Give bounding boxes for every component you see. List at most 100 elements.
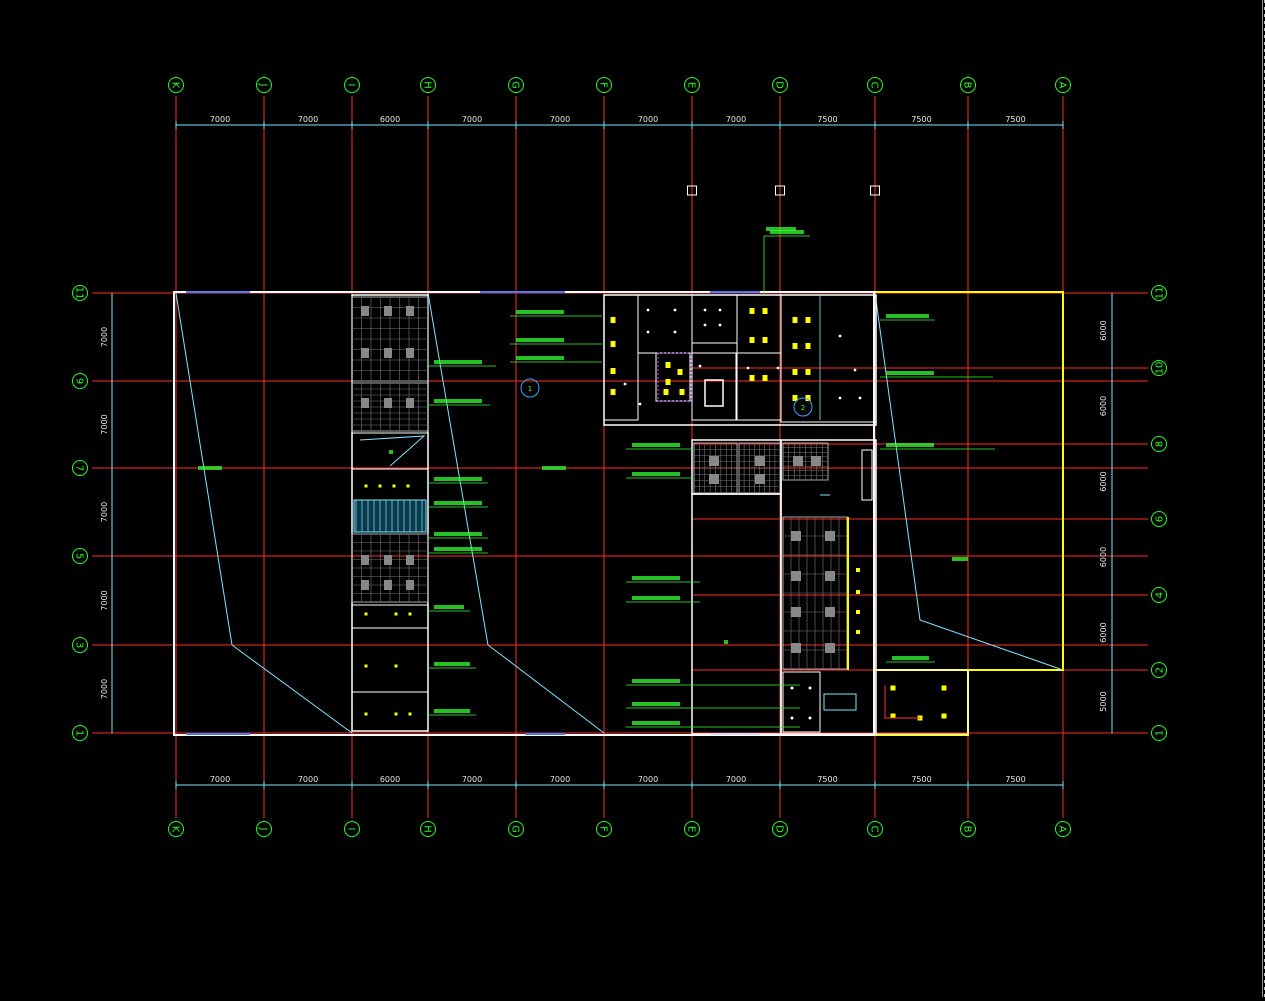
- top-dimension-label: 7500: [1005, 115, 1025, 124]
- sprinkler: [790, 686, 794, 690]
- col-bubble-top-G: G: [508, 77, 524, 93]
- terrace-light: [941, 685, 947, 691]
- downlight: [856, 610, 860, 614]
- downlight: [364, 664, 368, 668]
- light-panel: [361, 398, 369, 408]
- row-bubble-right-2: 2: [1151, 662, 1167, 678]
- right-dimension-label: 6000: [1099, 320, 1108, 340]
- light-fixture: [749, 308, 755, 314]
- col-bubble-top-C: C: [867, 77, 883, 93]
- downlight: [406, 484, 410, 488]
- bottom-dimension-label: 7000: [638, 775, 658, 784]
- col-bubble-bottom-J-label: J: [258, 827, 269, 831]
- row-bubble-right-2-circle: [1151, 662, 1167, 678]
- col-bubble-bottom-H: H: [420, 821, 436, 837]
- downlight: [856, 590, 860, 594]
- annotation-text: [434, 709, 470, 713]
- col-bubble-top-D-label: D: [774, 81, 785, 89]
- sprinkler: [838, 334, 842, 338]
- sprinkler: [718, 323, 722, 327]
- light-panel: [825, 531, 835, 541]
- ceiling-grid-4: [693, 442, 738, 494]
- col-bubble-top-K: K: [168, 77, 184, 93]
- annotation-text: [434, 605, 464, 609]
- row-bubble-right-8-label: 8: [1155, 441, 1166, 447]
- left-dimension-label: 7000: [100, 502, 109, 522]
- light-panel: [406, 555, 414, 565]
- light-fixture: [610, 317, 616, 323]
- col-bubble-bottom-I: I: [344, 821, 360, 837]
- col-bubble-top-G-circle: [508, 77, 524, 93]
- col-bubble-top-B-label: B: [962, 82, 973, 89]
- row-bubble-right-10-circle: [1151, 360, 1167, 376]
- col-bubble-bottom-J-circle: [256, 821, 272, 837]
- bottom-dimension-label: 7000: [550, 775, 570, 784]
- light-fixture: [665, 362, 671, 368]
- stair-run: [353, 499, 427, 533]
- col-bubble-bottom-E-circle: [684, 821, 700, 837]
- col-bubble-bottom-E-label: E: [686, 826, 697, 832]
- door-frame: [861, 449, 873, 501]
- shaft-dashed: [657, 352, 692, 402]
- light-fixture: [762, 375, 768, 381]
- bottom-dimension-label: 7000: [726, 775, 746, 784]
- row-bubble-left-5-label: 5: [74, 553, 85, 559]
- col-bubble-bottom-H-label: H: [422, 825, 433, 833]
- room: [736, 352, 782, 421]
- row-bubble-left-11: 11: [72, 285, 88, 301]
- downlight: [856, 568, 860, 572]
- dimension-lines: 7000 7000 6000 7000 7000 7000 7000 7500 7500 7500…: [100, 115, 1113, 789]
- col-bubble-top-H-label: H: [422, 81, 433, 89]
- col-bubble-top-D-circle: [772, 77, 788, 93]
- row-bubble-right-2-label: 2: [1155, 667, 1166, 673]
- slope-line-left: [175, 292, 353, 734]
- room: [736, 294, 782, 354]
- row-bubble-left-3: 3: [72, 637, 88, 653]
- light-panel: [825, 643, 835, 653]
- bottom-dimension-label: 7500: [1005, 775, 1025, 784]
- col-bubble-top-G-label: G: [510, 81, 521, 89]
- top-dimension-label: 7000: [638, 115, 658, 124]
- light-panel: [793, 456, 803, 466]
- column-marker: [870, 185, 880, 196]
- terrace-light: [890, 713, 896, 719]
- room-label: [198, 466, 222, 470]
- col-bubble-top-D: D: [772, 77, 788, 93]
- detail-bubble-left: [520, 378, 540, 398]
- top-dimension-label: 7000: [462, 115, 482, 124]
- row-bubble-left-1-label: 1: [74, 730, 85, 736]
- light-panel: [811, 456, 821, 466]
- sprinkler: [638, 402, 642, 406]
- light-fixture: [762, 337, 768, 343]
- light-panel: [406, 348, 414, 358]
- light-fixture: [762, 308, 768, 314]
- col-bubble-top-E-circle: [684, 77, 700, 93]
- room: [691, 352, 737, 421]
- downlight: [364, 612, 368, 616]
- light-panel: [384, 398, 392, 408]
- right-dimension-label: 6000: [1099, 396, 1108, 416]
- bottom-dimension-label: 7000: [210, 775, 230, 784]
- col-bubble-top-F: F: [596, 77, 612, 93]
- annotation-text: [434, 360, 482, 364]
- light-panel: [384, 555, 392, 565]
- light-panel: [406, 306, 414, 316]
- room: [637, 294, 693, 354]
- row-bubble-right-10-label: 10: [1155, 362, 1166, 375]
- row-bubble-left-9-circle: [72, 373, 88, 389]
- slope-line-right: [874, 292, 1064, 671]
- sprinkler: [746, 366, 750, 370]
- bottom-dimension-label: 7500: [817, 775, 837, 784]
- light-fixture: [792, 369, 798, 375]
- light-fixture: [792, 395, 798, 401]
- annotation-text: [516, 356, 564, 360]
- col-bubble-top-H-circle: [420, 77, 436, 93]
- annotation-text: [434, 501, 482, 505]
- light-panel: [791, 607, 801, 617]
- service-bay: [351, 294, 429, 732]
- light-panel: [406, 580, 414, 590]
- core-room-2: [780, 439, 877, 735]
